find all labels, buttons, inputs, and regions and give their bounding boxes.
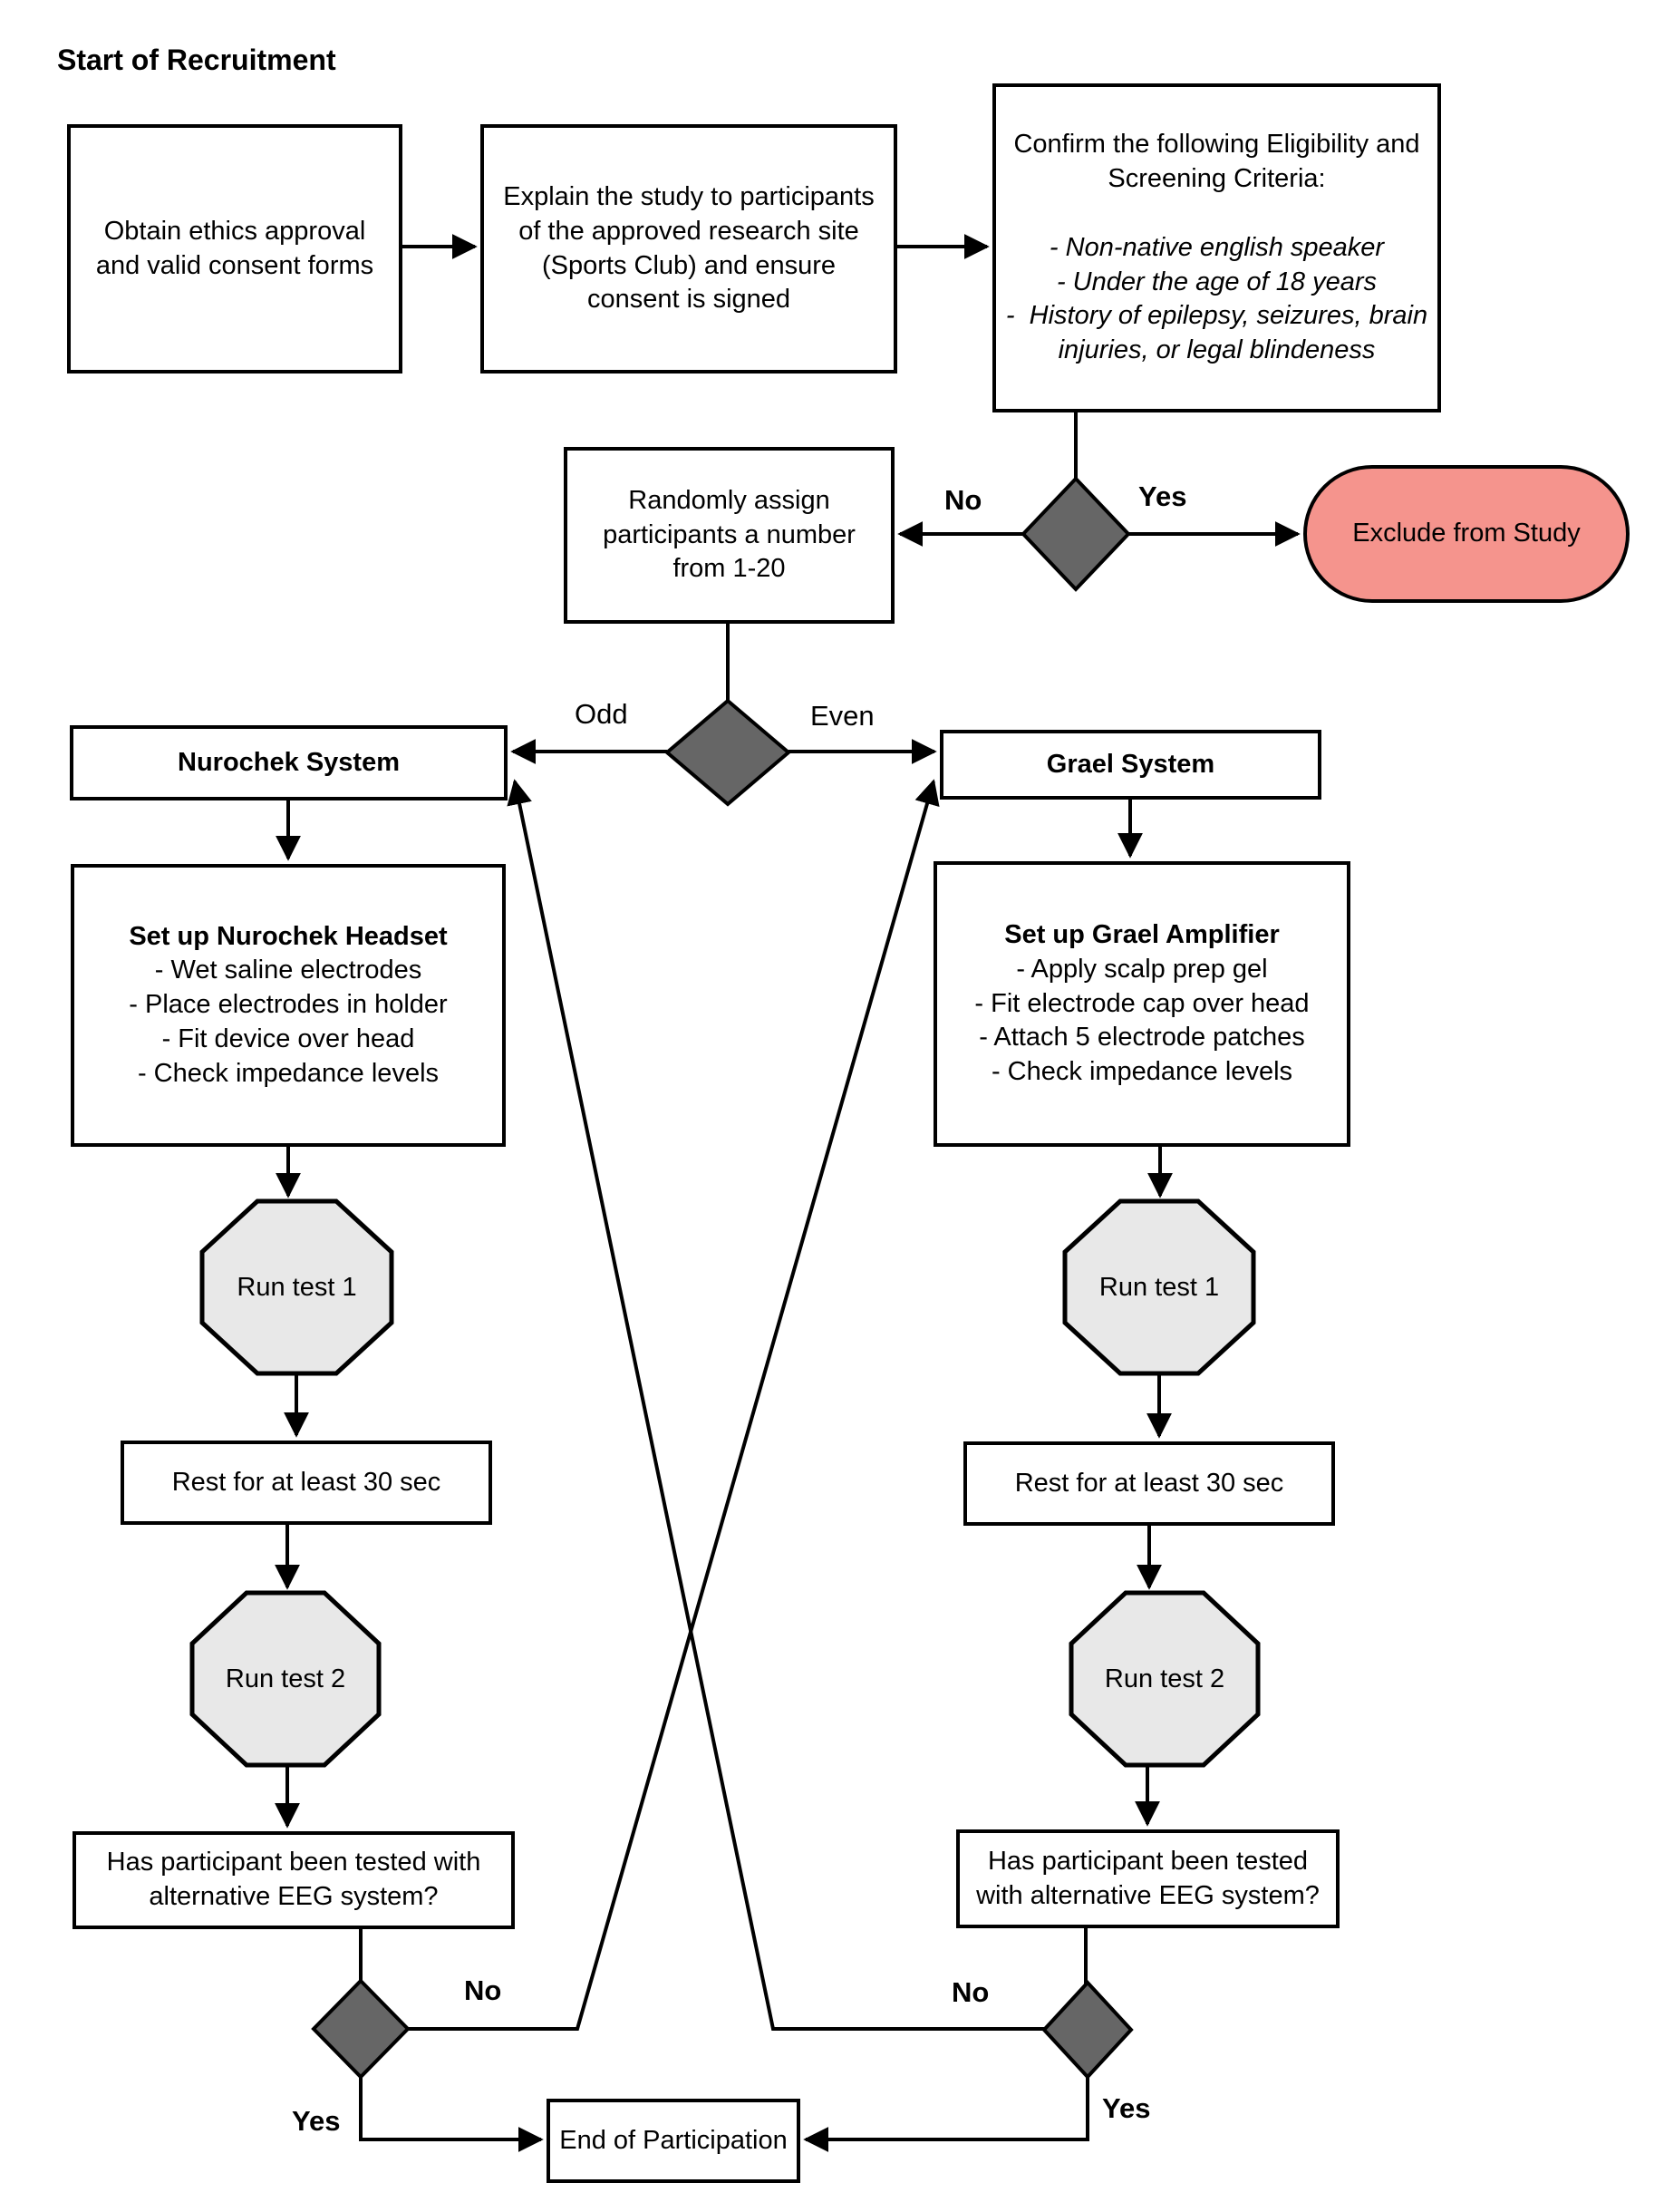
grael-setup-box: Set up Grael Amplifier - Apply scalp pre… (934, 861, 1350, 1147)
left-yes-label: Yes (292, 2105, 341, 2137)
right-no-label: No (952, 1976, 990, 2008)
random-assign-text: Randomly assign participants a number fr… (603, 485, 856, 584)
right-tested-question-text: Has participant been tested with alterna… (976, 1846, 1320, 1910)
obtain-ethics-box: Obtain ethics approval and valid consent… (67, 124, 402, 374)
arrow-left-yes-to-end (359, 2077, 544, 2152)
eligibility-title: Confirm the following Eligibility and Sc… (1013, 130, 1420, 194)
obtain-ethics-text: Obtain ethics approval and valid consent… (95, 216, 374, 280)
even-label: Even (810, 700, 875, 732)
odd-even-decision-diamond (663, 698, 792, 807)
grael-system-box: Grael System (940, 730, 1321, 800)
grael-setup-item: - Check impedance levels (991, 1057, 1293, 1087)
random-assign-box: Randomly assign participants a number fr… (564, 447, 895, 624)
left-tested-question-text: Has participant been tested with alterna… (106, 1848, 481, 1911)
left-run-test-2-octagon-shape (189, 1590, 382, 1768)
eligibility-criterion: - Non-native english speaker (1049, 232, 1385, 262)
grael-setup-item: - Attach 5 electrode patches (979, 1023, 1305, 1053)
end-of-participation-box: End of Participation (547, 2099, 800, 2183)
left-rest-text: Rest for at least 30 sec (171, 1467, 441, 1497)
nurochek-system-box: Nurochek System (70, 725, 508, 800)
nurochek-setup-item: - Place electrodes in holder (129, 990, 448, 1020)
right-rest-text: Rest for at least 30 sec (1014, 1468, 1284, 1498)
nurochek-setup-item: - Check impedance levels (137, 1058, 440, 1088)
left-rest-box: Rest for at least 30 sec (121, 1441, 492, 1525)
arrow-right-yes-to-end (803, 2077, 1089, 2152)
right-tested-decision-diamond (1041, 1980, 1134, 2080)
left-run-test-1-octagon-shape (199, 1198, 394, 1376)
explain-study-text: Explain the study to participants of the… (503, 182, 875, 315)
left-run-test-1-octagon: Run test 1 (237, 1272, 357, 1302)
left-no-label: No (464, 1974, 502, 2006)
exclude-from-study-text: Exclude from Study (1352, 519, 1581, 548)
eligibility-criteria-box: Confirm the following Eligibility and Sc… (992, 83, 1441, 412)
arrow-left-no-to-grael (408, 779, 940, 2031)
nurochek-setup-item: - Fit device over head (161, 1024, 415, 1053)
right-run-test-1-octagon: Run test 1 (1098, 1272, 1220, 1302)
explain-study-box: Explain the study to participants of the… (480, 124, 897, 374)
right-yes-label: Yes (1102, 2092, 1151, 2124)
eligibility-criterion: - Under the age of 18 years (1056, 267, 1378, 296)
eligibility-decision-diamond (1021, 476, 1131, 592)
grael-setup-item: - Fit electrode cap over head (974, 988, 1310, 1018)
eligibility-no-label: No (944, 484, 982, 516)
exclude-from-study-terminator: Exclude from Study (1303, 465, 1630, 603)
right-run-test-2-octagon-shape (1069, 1590, 1261, 1768)
arrow-right-no-to-nurochek (507, 779, 1044, 2031)
grael-system-text: Grael System (1046, 749, 1215, 779)
end-of-participation-text: End of Participation (559, 2125, 788, 2155)
grael-setup-item: - Apply scalp prep gel (1016, 954, 1268, 984)
nurochek-system-text: Nurochek System (178, 747, 400, 777)
odd-label: Odd (575, 698, 628, 730)
page-title: Start of Recruitment (57, 44, 336, 76)
eligibility-criterion: - History of epilepsy, seizures, brain i… (1005, 301, 1436, 364)
nurochek-setup-title: Set up Nurochek Headset (129, 921, 448, 951)
nurochek-setup-item: - Wet saline electrodes (154, 956, 422, 985)
right-run-test-1-octagon-shape (1062, 1198, 1256, 1376)
grael-setup-title: Set up Grael Amplifier (1004, 920, 1280, 950)
left-run-test-2-octagon: Run test 2 (225, 1664, 346, 1693)
right-run-test-2-octagon: Run test 2 (1104, 1664, 1225, 1693)
left-tested-decision-diamond (311, 1978, 411, 2080)
left-tested-question-box: Has participant been tested with alterna… (73, 1831, 515, 1929)
nurochek-setup-box: Set up Nurochek Headset - Wet saline ele… (71, 864, 506, 1147)
eligibility-yes-label: Yes (1138, 480, 1187, 512)
right-rest-box: Rest for at least 30 sec (963, 1441, 1335, 1526)
right-tested-question-box: Has participant been tested with alterna… (956, 1829, 1340, 1928)
